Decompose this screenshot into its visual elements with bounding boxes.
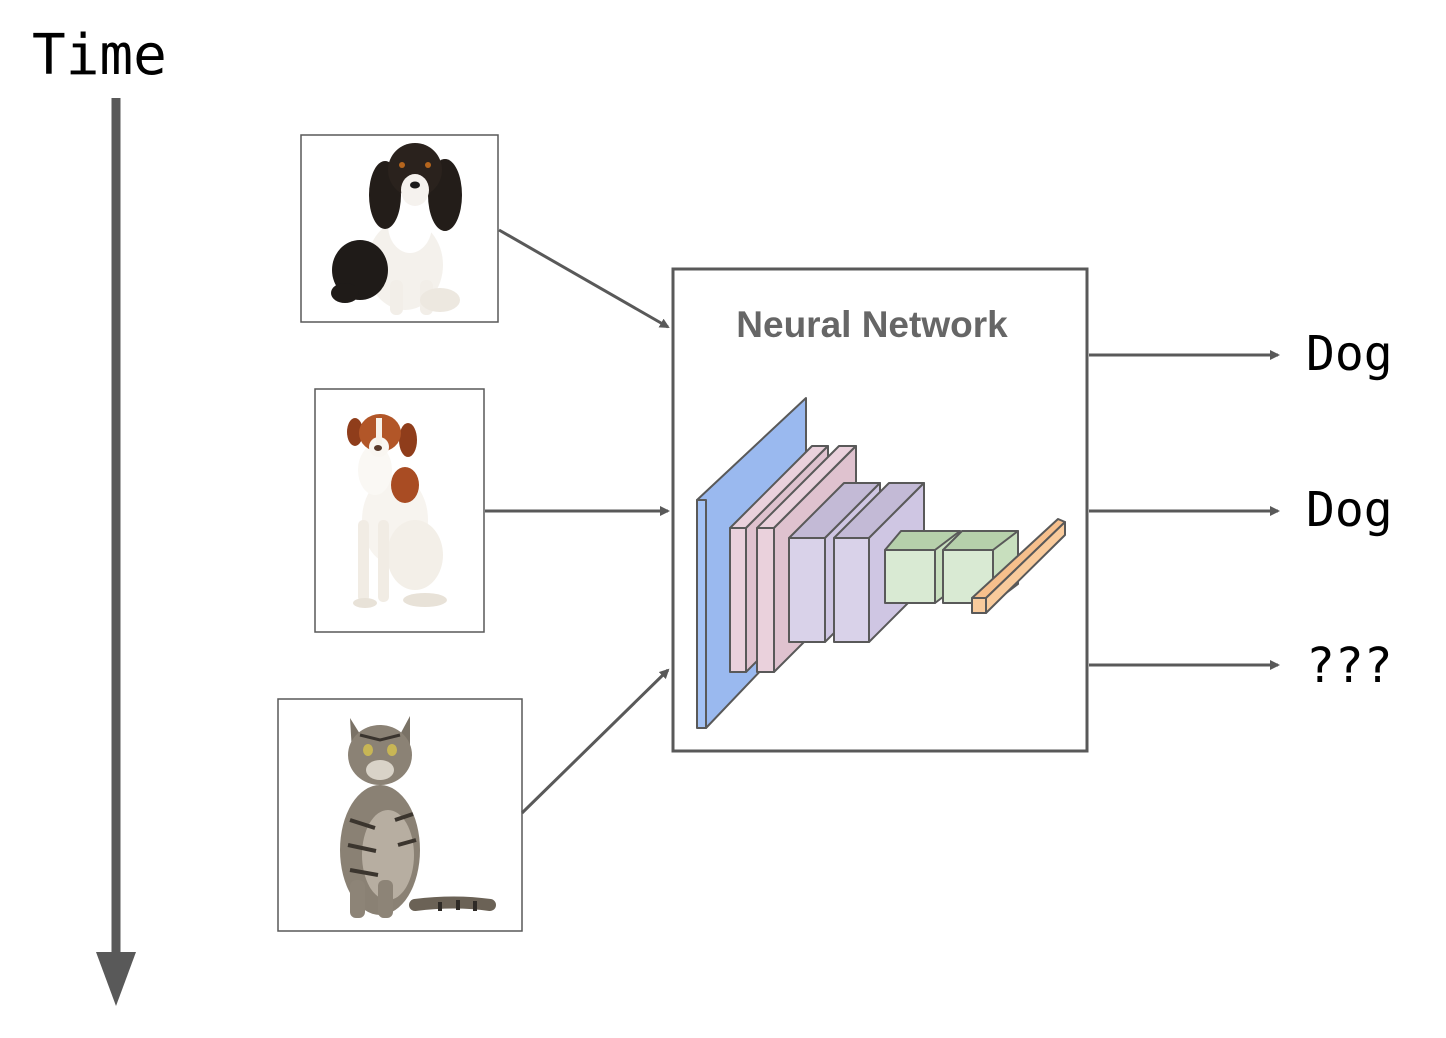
neural-network-title: Neural Network: [736, 304, 1008, 345]
input-image-dog-1: [300, 134, 499, 323]
output-label-2: Dog: [1306, 482, 1393, 538]
cat-icon: [340, 716, 496, 918]
network-layers: [696, 397, 1066, 729]
output-label-3: ???: [1306, 638, 1393, 694]
input-arrow-3: [520, 668, 670, 815]
time-label: Time: [32, 23, 167, 88]
input-image-cat: [277, 698, 523, 932]
input-arrow-1: [498, 228, 670, 329]
dog-1-icon: [331, 143, 462, 315]
dog-2-icon: [347, 414, 447, 608]
output-label-1: Dog: [1306, 326, 1393, 382]
layer-output: [971, 518, 1066, 614]
time-arrowhead-icon: [96, 952, 136, 1006]
input-image-dog-2: [314, 388, 485, 633]
